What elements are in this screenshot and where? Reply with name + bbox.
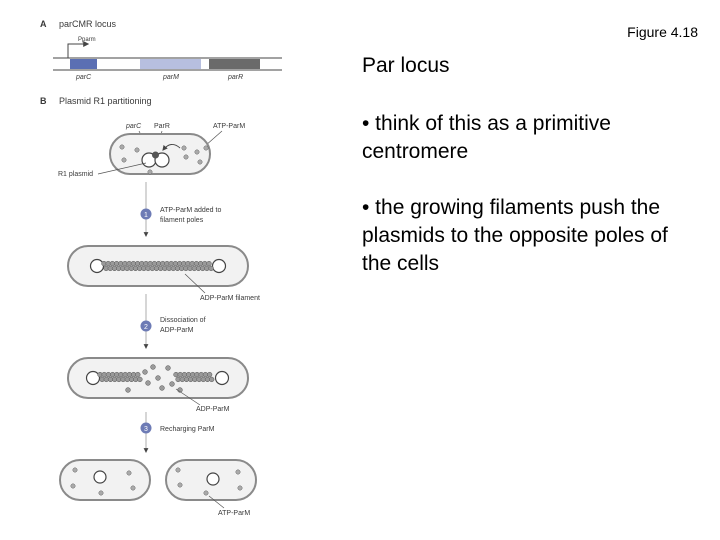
adp-parm-monomer <box>142 369 148 375</box>
gene-parc-label: parC <box>75 74 92 81</box>
adp-parm-monomer <box>155 375 161 381</box>
label-atp-parm-bottom: ATP-ParM <box>218 510 250 517</box>
plasmid-right <box>211 258 227 274</box>
filament-subunit <box>135 371 141 378</box>
step-3-line1: Recharging ParM <box>160 426 215 433</box>
atp-parm-monomer <box>235 469 241 475</box>
filament-subunit <box>209 376 215 383</box>
atp-parm-monomer <box>203 490 209 496</box>
plasmid-right <box>206 472 220 486</box>
panel-b-title: Plasmid R1 partitioning <box>59 96 152 106</box>
atp-parm-monomer <box>130 485 136 491</box>
bullet-item: • the growing filaments push the plasmid… <box>362 196 668 275</box>
step-1-badge <box>140 208 152 220</box>
step-3-badge <box>140 422 152 434</box>
plasmid-left <box>89 258 105 274</box>
plasmid-right <box>214 370 230 386</box>
gene-parc-box <box>70 59 97 69</box>
atp-parm-monomer <box>70 483 76 489</box>
atp-parm-monomer <box>147 169 153 175</box>
bullet-list: • think of this as a primitive centromer… <box>362 110 682 306</box>
gene-parr-box <box>209 59 260 69</box>
atp-parm-monomer <box>134 147 140 153</box>
plasmid-left <box>93 470 107 484</box>
atp-parm-monomer <box>72 467 78 473</box>
atp-parm-monomer <box>237 485 243 491</box>
step-1-line1: ATP-ParM added to <box>160 207 221 214</box>
step-2-line1: Dissociation of <box>160 317 206 324</box>
parr-complex <box>152 151 159 159</box>
step-2-number: 2 <box>144 324 148 331</box>
par-locus-diagram: A parCMR locus Pparm parC parM parR B Pl… <box>40 19 282 517</box>
atp-parm-monomer <box>126 470 132 476</box>
label-atp-parm: ATP-ParM <box>213 123 245 130</box>
figure-number: Figure 4.18 <box>627 24 698 40</box>
atp-parm-monomer <box>203 145 209 151</box>
gene-parm-box <box>140 59 201 69</box>
atp-parm-monomer <box>181 145 187 151</box>
plasmid-left <box>85 370 101 386</box>
adp-parm-monomer <box>159 385 165 391</box>
atp-parm-monomer <box>194 149 200 155</box>
adp-parm-monomer <box>125 387 131 393</box>
gene-parr-label: parR <box>227 74 243 81</box>
step-2-badge <box>140 320 152 332</box>
label-r1-plasmid: R1 plasmid <box>58 171 93 178</box>
filament-subunit <box>206 260 212 267</box>
promoter-arrow <box>67 41 90 58</box>
pointer-adp-filament <box>184 273 206 294</box>
curved-arrow <box>162 144 181 151</box>
parm-filament-left <box>97 371 143 383</box>
pointer-atp-parm-bottom <box>208 495 225 509</box>
filament-subunit <box>137 376 143 383</box>
bullet-item: • think of this as a primitive centromer… <box>362 112 611 163</box>
panel-a-letter: A <box>40 19 47 29</box>
promoter-label: Pparm <box>78 37 96 43</box>
step-1-line2: filament poles <box>160 217 204 224</box>
step-1-number: 1 <box>144 212 148 219</box>
atp-parm-monomer <box>175 467 181 473</box>
parm-filament-right <box>173 371 215 383</box>
label-parc: parC <box>125 123 142 130</box>
step-2-line2: ADP-ParM <box>160 327 194 334</box>
filament-subunit <box>208 265 214 272</box>
panel-b-letter: B <box>40 96 47 106</box>
pointer-adp-parm <box>175 388 201 406</box>
adp-parm-monomer <box>145 380 151 386</box>
panel-a-title: parCMR locus <box>59 19 117 29</box>
filament-subunit <box>206 371 213 378</box>
atp-parm-monomer <box>197 159 203 165</box>
label-adp-filament: ADP-ParM filament <box>200 295 260 302</box>
label-parr: ParR <box>154 123 170 130</box>
gene-parm-label: parM <box>162 74 179 81</box>
atp-parm-monomer <box>121 157 127 163</box>
atp-parm-monomer <box>183 154 189 160</box>
atp-parm-monomer <box>119 144 125 150</box>
slide-title: Par locus <box>362 54 450 77</box>
pointer-r1-plasmid <box>97 162 147 175</box>
step-3-number: 3 <box>144 426 148 433</box>
label-adp-parm: ADP-ParM <box>196 406 230 413</box>
atp-parm-monomer <box>98 490 104 496</box>
parm-filament <box>101 260 214 272</box>
atp-parm-monomer <box>177 482 183 488</box>
adp-parm-monomer <box>165 365 171 371</box>
adp-parm-monomer <box>169 381 175 387</box>
adp-parm-monomer <box>150 364 156 370</box>
